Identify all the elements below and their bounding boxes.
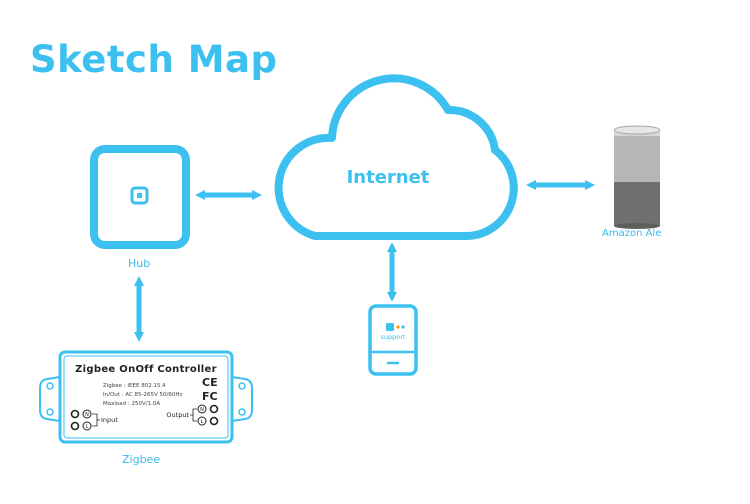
- output-l-terminal: L: [201, 419, 204, 425]
- amazon-echo-device: [613, 125, 661, 229]
- input-label: Input: [101, 416, 118, 424]
- zigbee-label: Zigbee: [122, 453, 161, 466]
- ce-mark: CE: [202, 376, 218, 389]
- input-n-terminal: N: [85, 412, 89, 418]
- output-n-terminal: N: [200, 407, 204, 413]
- controller-spec-inout: In/Out : AC 85-265V 50/60Hz: [103, 392, 183, 398]
- page-title: Sketch Map: [30, 38, 278, 81]
- hub-label: Hub: [128, 257, 151, 270]
- phone-app-label: support: [381, 333, 406, 341]
- fcc-mark: FC: [202, 390, 218, 403]
- controller-title: Zigbee OnOff Controller: [75, 364, 217, 375]
- output-label: Output: [166, 411, 189, 419]
- zigbee-controller-device: [39, 350, 253, 444]
- alexa-label: Amazon Alexa: [602, 228, 662, 239]
- hub-device: [90, 145, 190, 249]
- app-logo-icon: [386, 323, 394, 331]
- controller-spec-maxload: Maxload : 250V/1.0A: [103, 401, 160, 407]
- controller-spec-zigbee: Zigbee : IEEE 802.15.4: [103, 383, 166, 389]
- smartphone: [368, 304, 418, 376]
- cloud-label: Internet: [347, 167, 430, 188]
- input-l-terminal: L: [86, 424, 89, 430]
- internet-cloud: [274, 74, 518, 240]
